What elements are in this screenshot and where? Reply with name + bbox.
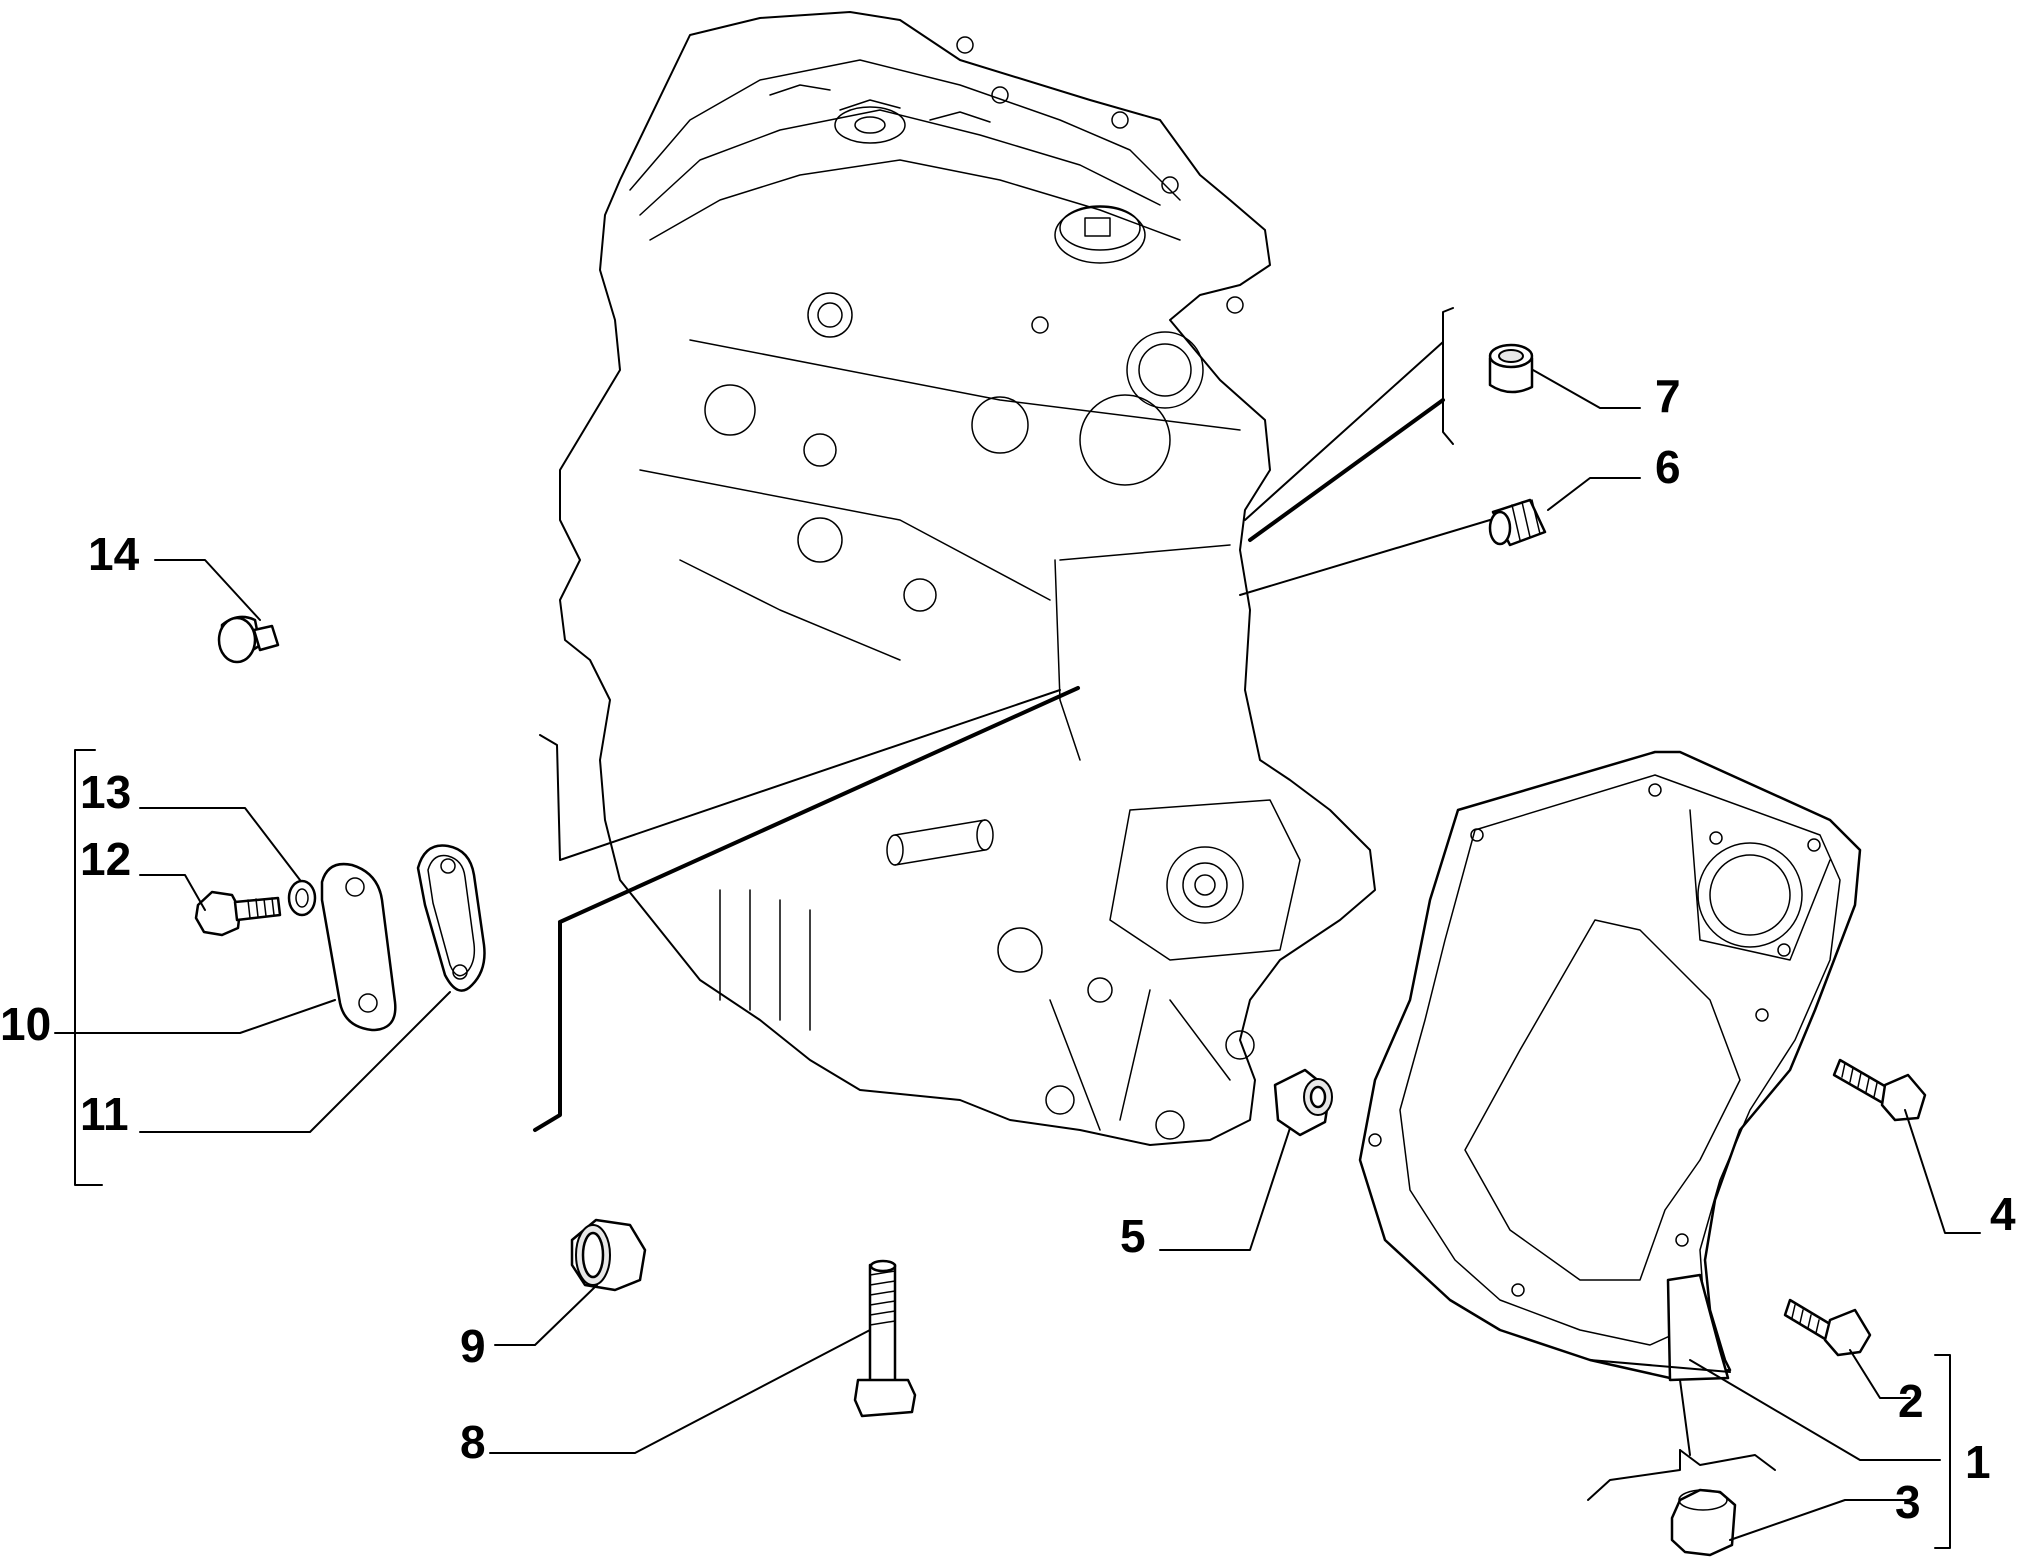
callout-1: 1 <box>1965 1436 1991 1488</box>
part-13-washer <box>287 879 317 917</box>
callout-7: 7 <box>1655 370 1681 422</box>
callout-11: 11 <box>80 1088 129 1140</box>
callout-6: 6 <box>1655 441 1681 493</box>
callout-10: 10 <box>0 998 51 1050</box>
callout-14: 14 <box>88 528 140 580</box>
callout-9: 9 <box>460 1320 486 1372</box>
callout-5: 5 <box>1120 1210 1146 1262</box>
callout-4: 4 <box>1990 1188 2016 1240</box>
callout-labels: 1 2 3 4 5 6 7 8 9 10 11 12 13 14 <box>0 370 2016 1528</box>
part-5-bush <box>1273 1068 1333 1137</box>
callout-3: 3 <box>1895 1476 1921 1528</box>
part-6-plug <box>1488 498 1547 547</box>
part-10-plate <box>320 862 397 1032</box>
part-3-cap <box>1670 1488 1737 1557</box>
callout-2: 2 <box>1898 1375 1924 1427</box>
part-9-seal <box>570 1218 647 1292</box>
part-14-plug <box>217 615 280 664</box>
engine-block <box>559 11 1376 1146</box>
part-2-bolt <box>1783 1298 1872 1357</box>
callout-13: 13 <box>80 766 131 818</box>
callout-8: 8 <box>460 1416 486 1468</box>
part-11-gasket <box>416 844 486 992</box>
leader-lines <box>54 369 1981 1541</box>
part-8-long-bolt <box>853 1259 917 1418</box>
callout-12: 12 <box>80 833 131 885</box>
group-brackets <box>74 307 1951 1549</box>
part-1-cover-plate <box>1358 750 1862 1382</box>
part-4-bolt <box>1832 1058 1927 1122</box>
part-12-bolt <box>194 890 282 937</box>
part-7-bush <box>1488 343 1534 394</box>
